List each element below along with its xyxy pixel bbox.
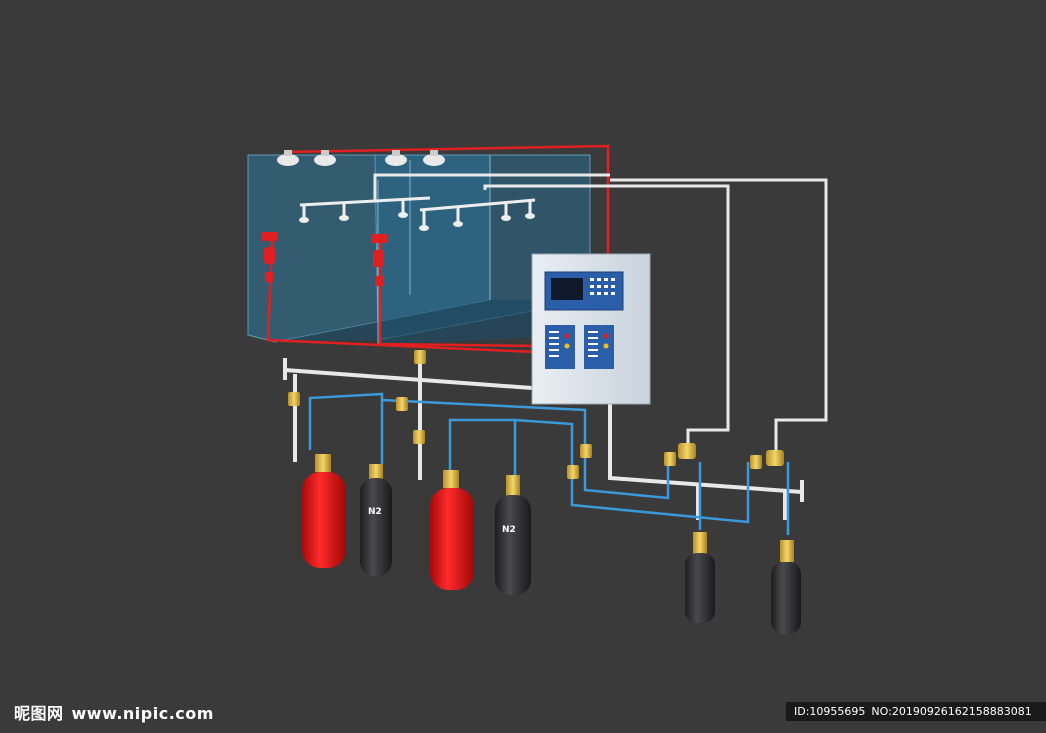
valve-icon [315,454,331,472]
panel-indicator-strips [549,331,598,357]
nozzle-heads [299,212,535,231]
smoke-detector-icon [385,150,407,166]
watermark-id-badge: ID:10955695 NO:20190926162158883081 [786,702,1046,721]
valve-icon [678,443,696,459]
nitrogen-cylinder-1: N2 [360,464,392,576]
gas-cylinder-icon [495,495,531,595]
valve-icon [288,392,300,406]
smoke-detector-icon [423,150,445,166]
valve-icon [580,444,592,458]
agent-cylinder-1 [302,454,346,568]
driver-cylinder-2 [771,540,801,634]
smoke-detector-icon [314,150,336,166]
valve-icon [506,475,520,497]
alarm-sign-icon [262,232,278,241]
valve-icon [413,430,425,444]
valve-icon [414,350,426,364]
signal-wiring [373,173,828,450]
valve-icon [750,455,762,469]
sprinkler-nozzle-icon [453,221,463,227]
agent-cylinder-2 [430,470,474,590]
alarm-bell-icon [264,247,275,264]
sprinkler-nozzle-icon [299,217,309,223]
valve-icon [780,540,794,562]
valve-icon [443,470,459,488]
cylinder-label: N2 [368,507,382,517]
sprinkler-nozzle-icon [501,215,511,221]
smoke-detector-icon [277,150,299,166]
gas-cylinder-icon [360,478,392,576]
sprinkler-nozzle-icon [419,225,429,231]
status-led-red [564,333,570,339]
nitrogen-cylinder-2: N2 [495,475,531,595]
cylinder-label: N2 [502,525,516,535]
valve-icon [567,465,579,479]
panel-keypad [590,278,615,295]
watermark-brand: 昵图网 [14,704,64,723]
discharge-manifold [283,355,804,520]
valve-icon [369,464,383,480]
gas-cylinder-icon [771,562,801,634]
sprinkler-nozzle-icon [525,213,535,219]
panel-display [551,278,583,300]
discharge-nozzles [299,196,536,226]
pilot-gas-pipes [308,392,790,535]
sprinkler-nozzle-icon [398,212,408,218]
status-led-yellow [564,343,570,349]
driver-cylinder-1 [685,532,715,623]
gas-cylinder-icon [685,553,715,623]
manual-pull-station-icon [375,276,383,286]
watermark-site: 昵图网 www.nipic.com [14,700,214,724]
watermark-id: ID:10955695 [794,705,866,718]
alarm-sign-icon [371,234,387,243]
manual-pull-station-icon [265,272,273,282]
status-led-red [603,333,609,339]
watermark-no: NO:20190926162158883081 [871,705,1032,718]
valve-icon [396,397,408,411]
valve-icon [693,532,707,554]
room-floor [275,300,590,345]
fire-suppression-diagram: N2 N2 [247,144,828,634]
valve-icon [766,450,784,466]
fire-control-panel [531,253,651,405]
valves [288,350,784,479]
valve-icon [664,452,676,466]
smoke-detectors [277,150,445,166]
watermark-url: www.nipic.com [71,704,214,723]
wall-alarm-devices [262,232,387,286]
alarm-bell-icon [373,250,384,267]
sprinkler-nozzle-icon [339,215,349,221]
status-led-yellow [603,343,609,349]
